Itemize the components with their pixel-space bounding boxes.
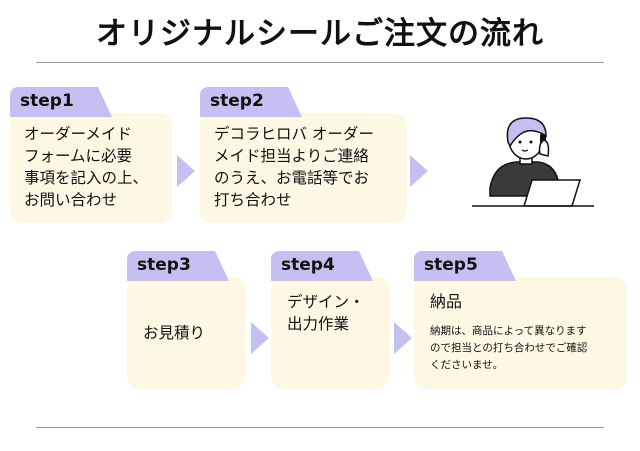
step-2-line: メイド担当よりご連絡 (214, 147, 369, 165)
top-divider (36, 62, 604, 63)
step-5-note-line: ので担当との打ち合わせでご確認 (430, 342, 588, 354)
step-4-label: step4 (281, 255, 335, 275)
step-2-text: デコラヒロバ オーダー メイド担当よりご連絡 のうえ、お電話等でお 打ち合わせ (200, 113, 407, 211)
arrow-right-icon (394, 322, 412, 354)
step-5: 納品 納期は、商品によって異なります ので担当との打ち合わせでご確認 くださいま… (414, 251, 627, 389)
step-4-line: デザイン・ (287, 293, 365, 311)
step-1-tab: step1 (10, 87, 112, 117)
step-4-line: 出力作業 (287, 315, 350, 333)
step-2-line: デコラヒロバ オーダー (214, 125, 374, 143)
step-2-tab: step2 (200, 87, 302, 117)
arrow-right-icon (177, 155, 195, 187)
step-1-label: step1 (20, 91, 74, 111)
step-5-note-line: くださいませ。 (430, 359, 504, 371)
step-1-line: オーダーメイド (24, 125, 132, 143)
step-1-line: フォームに必要 (24, 147, 133, 165)
step-5-note: 納期は、商品によって異なります ので担当との打ち合わせでご確認 くださいませ。 (414, 313, 627, 374)
bottom-divider (36, 427, 604, 428)
step-4-card: デザイン・ 出力作業 (271, 277, 389, 389)
step-2-label: step2 (210, 91, 264, 111)
step-4-tab: step4 (271, 251, 373, 281)
step-3-text: お見積り (127, 322, 205, 344)
arrow-right-icon (410, 155, 428, 187)
step-1-card: オーダーメイド フォームに必要 事項を記入の上、 お問い合わせ (10, 113, 172, 223)
step-1-line: 事項を記入の上、 (24, 169, 149, 187)
person-on-phone-at-laptop-icon (472, 117, 594, 207)
step-4-text: デザイン・ 出力作業 (271, 277, 389, 335)
step-1: オーダーメイド フォームに必要 事項を記入の上、 お問い合わせ step1 (10, 87, 172, 223)
step-5-tab: step5 (414, 251, 516, 281)
step-2-line: 打ち合わせ (214, 191, 292, 209)
step-1-line: お問い合わせ (24, 191, 118, 209)
step-3-tab: step3 (127, 251, 229, 281)
step-5-label: step5 (424, 255, 478, 275)
step-2-card: デコラヒロバ オーダー メイド担当よりご連絡 のうえ、お電話等でお 打ち合わせ (200, 113, 407, 223)
step-3-card: お見積り (127, 277, 245, 389)
step-2-line: のうえ、お電話等でお (214, 169, 370, 187)
step-3-label: step3 (137, 255, 191, 275)
step-5-card: 納品 納期は、商品によって異なります ので担当との打ち合わせでご確認 くださいま… (414, 277, 627, 389)
page-title: オリジナルシールご注文の流れ (96, 16, 544, 52)
step-5-heading: 納品 (430, 292, 463, 311)
step-1-text: オーダーメイド フォームに必要 事項を記入の上、 お問い合わせ (10, 113, 172, 211)
step-3-line: お見積り (143, 324, 206, 342)
step-2: デコラヒロバ オーダー メイド担当よりご連絡 のうえ、お電話等でお 打ち合わせ … (200, 87, 407, 223)
step-4: デザイン・ 出力作業 step4 (271, 251, 389, 389)
step-5-note-line: 納期は、商品によって異なります (430, 325, 587, 337)
step-3: お見積り step3 (127, 251, 245, 389)
arrow-right-icon (251, 322, 269, 354)
